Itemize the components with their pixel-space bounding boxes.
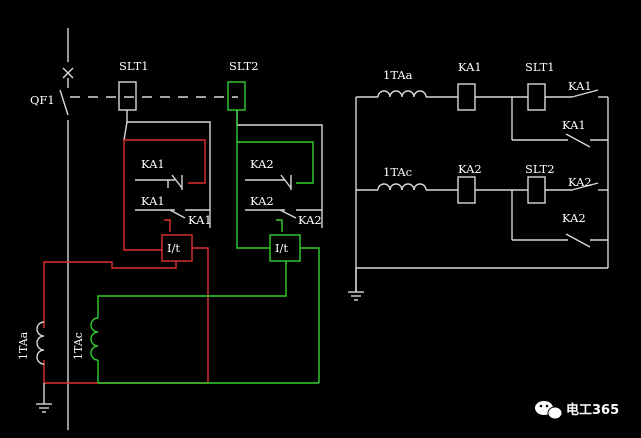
slt1-box xyxy=(118,81,137,111)
ground-icon xyxy=(348,268,364,301)
ground-icon xyxy=(36,383,52,413)
r-ka2-c2-label: KA2 xyxy=(562,211,586,225)
ct-c-coil xyxy=(90,317,99,361)
slt1-label: SLT1 xyxy=(119,59,149,73)
ka1-mid-label: KA1 xyxy=(141,194,165,208)
r-ka2-coil-label: KA2 xyxy=(458,162,482,176)
r-ka2-c1-label: KA2 xyxy=(568,175,592,189)
ct-a-coil xyxy=(36,321,45,365)
wechat-logo-icon xyxy=(535,401,563,420)
slt2-label: SLT2 xyxy=(229,59,259,73)
ka2-mid-label: KA2 xyxy=(250,194,274,208)
timer2-label: I/t xyxy=(275,241,288,255)
ka1-contact-label: KA1 xyxy=(188,213,212,227)
right-control-circuit xyxy=(355,83,609,292)
ct-a-label: 1TAa xyxy=(17,331,30,360)
r-slt2-label: SLT2 xyxy=(525,162,555,176)
main-bus xyxy=(59,28,74,430)
watermark-text: 电工365 xyxy=(566,402,619,418)
slt2-coil-box xyxy=(527,176,546,204)
r-ka1-c1-label: KA1 xyxy=(568,79,592,93)
ct-c-label: 1TAc xyxy=(72,332,85,360)
r-1taa-label: 1TAa xyxy=(383,68,413,82)
left-control-wiring xyxy=(123,110,323,228)
slt2-box xyxy=(227,81,246,111)
r-ka1-c2-label: KA1 xyxy=(562,118,586,132)
timer1-label: I/t xyxy=(167,241,180,255)
qf1-label: QF1 xyxy=(30,93,55,107)
ka2-contact-label: KA2 xyxy=(298,213,322,227)
ka2-top-label: KA2 xyxy=(250,157,274,171)
phase-c-wiring xyxy=(97,110,320,384)
ka1-top-label: KA1 xyxy=(141,157,165,171)
ka2-coil-box xyxy=(457,176,476,204)
r-ka1-coil-label: KA1 xyxy=(458,60,482,74)
ka1-coil-box xyxy=(457,83,476,111)
r-1tac-label: 1TAc xyxy=(383,165,412,179)
r-slt1-label: SLT1 xyxy=(525,60,555,74)
slt1-coil-box xyxy=(527,83,546,111)
